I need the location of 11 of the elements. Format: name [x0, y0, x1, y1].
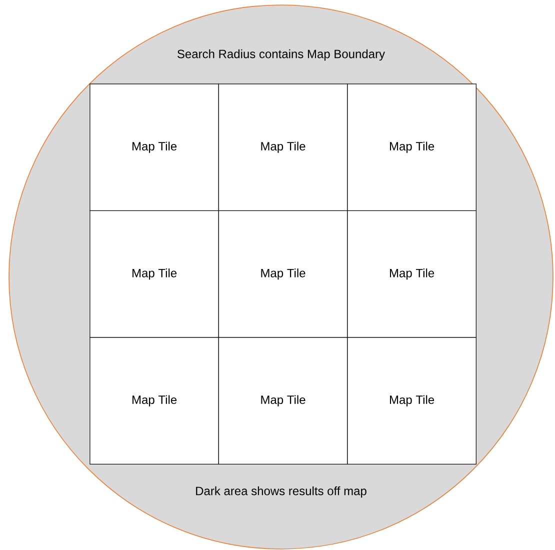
map-tile: Map Tile	[90, 210, 219, 338]
map-tile: Map Tile	[90, 84, 219, 211]
map-tile: Map Tile	[90, 337, 219, 464]
map-tile: Map Tile	[218, 337, 348, 464]
circle-caption: Search Radius contains Map Boundary	[178, 49, 385, 61]
map-tile: Map Tile	[218, 210, 348, 338]
map-tile: Map Tile	[218, 84, 348, 211]
map-tile: Map Tile	[347, 210, 476, 338]
circle-caption: Dark area shows results off map	[196, 486, 366, 498]
map-tile: Map Tile	[347, 84, 476, 211]
map-tile: Map Tile	[347, 337, 476, 464]
